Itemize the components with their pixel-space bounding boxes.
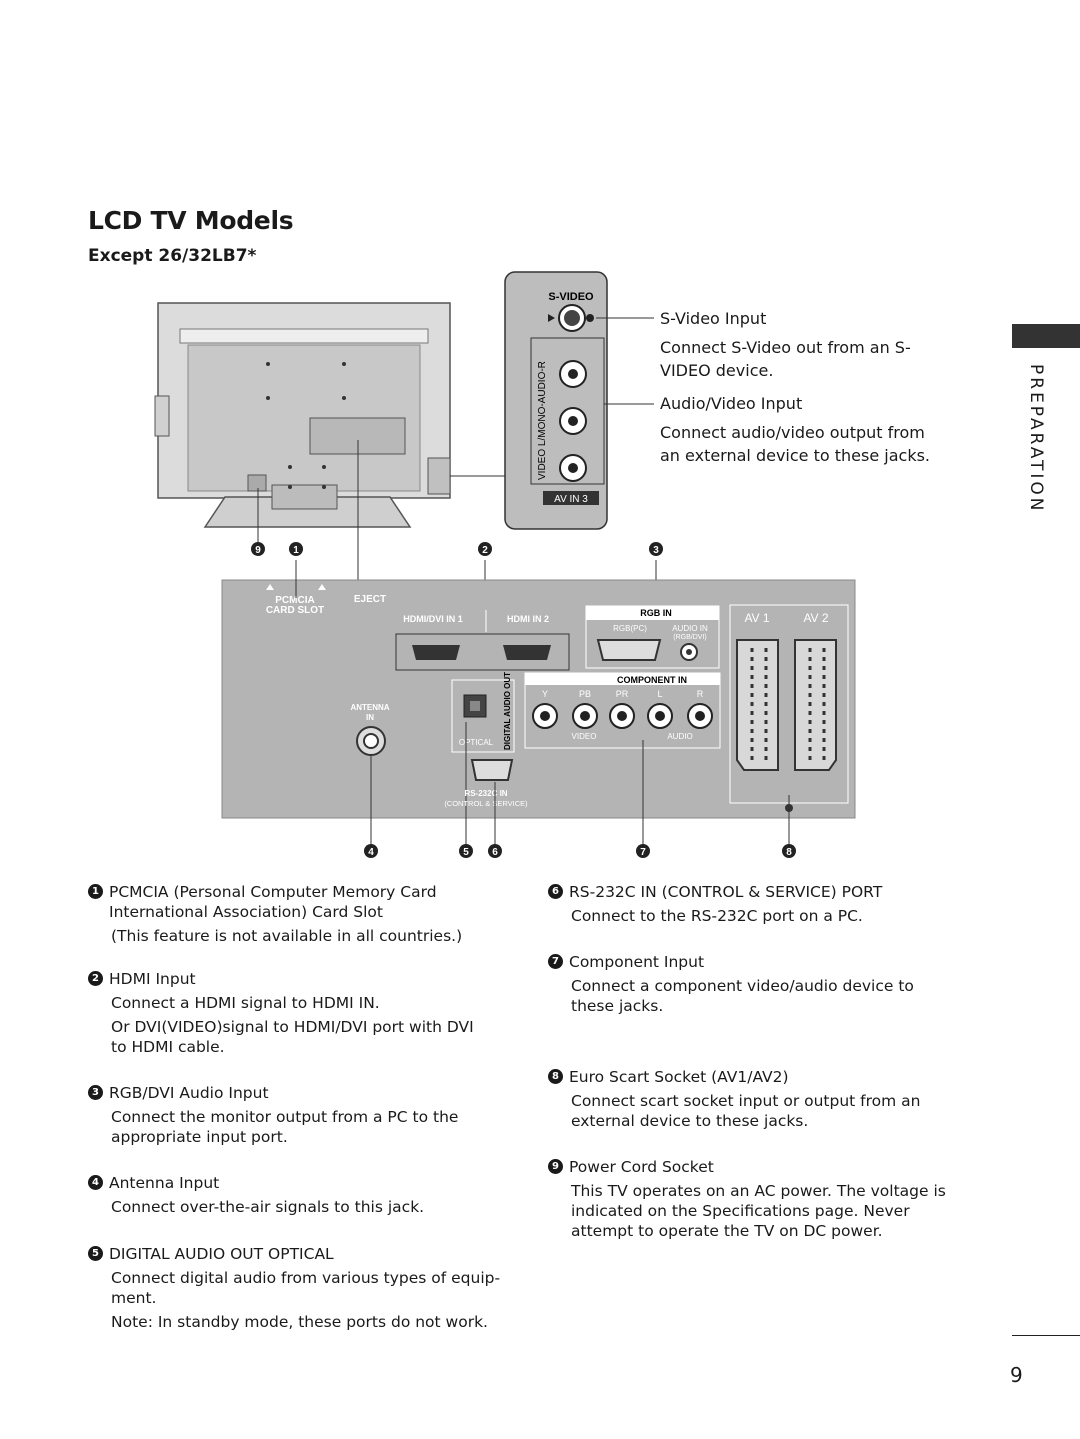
item-body: (This feature is not available in all co…	[111, 927, 463, 945]
item-number: 7	[548, 954, 563, 969]
pcmcia-label: PCMCIA	[275, 595, 314, 606]
comp-l-label: L	[657, 689, 662, 699]
item-body-2: Note: In standby mode, these ports do no…	[111, 1313, 488, 1331]
eject-label: EJECT	[354, 594, 386, 605]
callout-5: 5	[463, 847, 469, 858]
tv-back-illustration	[154, 302, 657, 640]
legend-item-3: 3 RGB/DVI Audio Input Connect the monitor…	[88, 1083, 518, 1147]
item-number: 8	[548, 1069, 563, 1084]
tv-rear-diagram: S-VIDEO VIDEO L/MONO-AUDIO-R AV IN 3 PCM…	[154, 271, 856, 858]
callout-2: 2	[482, 545, 488, 556]
hdmi-dvi-in1-label: HDMI/DVI IN 1	[403, 614, 463, 624]
item-body: This TV operates on an AC power. The vol…	[571, 1182, 946, 1240]
footer-divider	[1012, 1335, 1080, 1336]
audio-in-label: AUDIO IN	[672, 624, 708, 633]
antenna-label: ANTENNA	[350, 703, 389, 712]
legend-item-5: 5 DIGITAL AUDIO OUT OPTICAL Connect digit…	[88, 1244, 518, 1332]
item-body: Connect to the RS-232C port on a PC.	[571, 907, 863, 925]
item-number: 2	[88, 971, 103, 986]
item-heading: DIGITAL AUDIO OUT OPTICAL	[109, 1245, 334, 1263]
item-body-2: Or DVI(VIDEO)signal to HDMI/DVI port wit…	[111, 1018, 474, 1056]
rgb-dvi-label: (RGB/DVI)	[673, 634, 706, 641]
comp-r-label: R	[697, 689, 704, 699]
rgb-pc-label: RGB(PC)	[613, 624, 647, 633]
legend-item-7: 7 Component Input Connect a component vid…	[548, 952, 968, 1016]
item-heading: RS-232C IN (CONTROL & SERVICE) PORT	[569, 883, 883, 901]
item-body: Connect the monitor output from a PC to …	[111, 1108, 459, 1146]
video-lmono-audio-r-label: VIDEO L/MONO-AUDIO-R	[537, 361, 548, 480]
item-body: Connect a HDMI signal to HDMI IN.	[111, 994, 380, 1012]
s-video-label: S-VIDEO	[548, 291, 594, 303]
item-heading: Euro Scart Socket (AV1/AV2)	[569, 1068, 789, 1086]
av-body: Connect audio/video output from an exter…	[660, 423, 930, 465]
callout-7: 7	[640, 847, 646, 858]
item-number: 6	[548, 884, 563, 899]
side-av-panel: S-VIDEO VIDEO L/MONO-AUDIO-R AV IN 3	[504, 271, 654, 530]
legend-item-2: 2 HDMI Input Connect a HDMI signal to HDM…	[88, 969, 518, 1057]
av1-label: AV 1	[744, 611, 769, 625]
rgb-in-label: RGB IN	[640, 608, 672, 618]
legend-item-9: 9 Power Cord Socket This TV operates on a…	[548, 1157, 968, 1241]
callout-numbers: 9 1 2 3 4 5 6 7 8	[251, 542, 796, 858]
item-body: Connect scart socket input or output fro…	[571, 1092, 921, 1130]
page-subtitle: Except 26/32LB7*	[88, 246, 257, 266]
svideo-title: S-Video Input	[660, 309, 767, 328]
item-body: Connect a component video/audio device t…	[571, 977, 914, 1015]
legend-item-1: 1 PCMCIA (Personal Computer Memory Card I…	[88, 882, 518, 946]
item-heading: PCMCIA (Personal Computer Memory Card In…	[109, 883, 437, 921]
optical-label: OPTICAL	[459, 738, 494, 747]
av2-label: AV 2	[803, 611, 828, 625]
component-in-label: COMPONENT IN	[617, 675, 687, 685]
callout-6: 6	[492, 847, 498, 858]
item-heading: Component Input	[569, 953, 705, 971]
page-number: 9	[1010, 1363, 1023, 1387]
item-body: Connect over-the-air signals to this jac…	[111, 1198, 425, 1216]
comp-pb-label: PB	[579, 689, 591, 699]
hdmi-in2-label: HDMI IN 2	[507, 614, 549, 624]
video-label: VIDEO	[572, 732, 597, 741]
item-number: 5	[88, 1246, 103, 1261]
rs232c-label: RS-232C IN	[464, 789, 507, 798]
antenna-in-label: IN	[366, 713, 374, 722]
item-heading: Power Cord Socket	[569, 1158, 714, 1176]
av-in3-label: AV IN 3	[554, 494, 588, 505]
comp-y-label: Y	[542, 689, 548, 699]
digital-audio-out-label: DIGITAL AUDIO OUT	[503, 672, 512, 750]
item-number: 4	[88, 1175, 103, 1190]
legend-item-6: 6 RS-232C IN (CONTROL & SERVICE) PORT Con…	[548, 882, 968, 926]
callout-4: 4	[368, 847, 374, 858]
section-label: PREPARATION	[1026, 364, 1046, 514]
callout-1: 1	[293, 545, 299, 556]
callout-9: 9	[255, 545, 261, 556]
item-heading: Antenna Input	[109, 1174, 220, 1192]
page-title: LCD TV Models	[88, 206, 294, 235]
item-number: 1	[88, 884, 103, 899]
callout-3: 3	[653, 545, 659, 556]
legend-item-8: 8 Euro Scart Socket (AV1/AV2) Connect sca…	[548, 1067, 968, 1131]
svideo-body: Connect S-Video out from an S- VIDEO dev…	[660, 338, 911, 380]
audio-label: AUDIO	[667, 732, 692, 741]
control-service-label: (CONTROL & SERVICE)	[444, 799, 528, 808]
item-number: 9	[548, 1159, 563, 1174]
comp-pr-label: PR	[616, 689, 629, 699]
side-tab-marker	[1012, 324, 1080, 348]
rear-connector-panel: PCMCIA CARD SLOT EJECT HDMI/DVI IN 1 HDM…	[221, 560, 856, 845]
item-number: 3	[88, 1085, 103, 1100]
callout-8: 8	[786, 847, 792, 858]
legend-item-4: 4 Antenna Input Connect over-the-air sign…	[88, 1173, 518, 1217]
item-body: Connect digital audio from various types…	[111, 1269, 501, 1307]
av-title: Audio/Video Input	[660, 394, 803, 413]
item-heading: HDMI Input	[109, 970, 196, 988]
card-slot-label: CARD SLOT	[266, 605, 324, 616]
item-heading: RGB/DVI Audio Input	[109, 1084, 269, 1102]
